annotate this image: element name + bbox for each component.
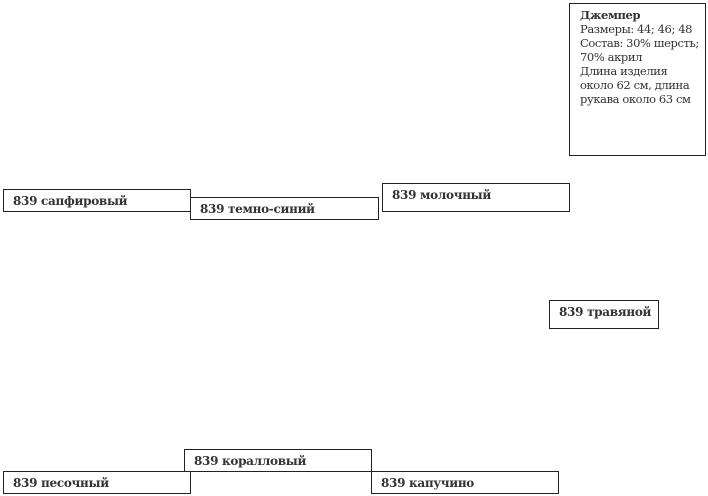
color-label-sapphire: 839 сапфировый — [3, 189, 191, 212]
product-composition: Состав: 30% шерсть; — [580, 36, 699, 50]
product-description: Джемпер Размеры: 44; 46; 48 Состав: 30% … — [569, 3, 706, 156]
color-label-cappuccino: 839 капучино — [371, 471, 559, 494]
color-label-dark-blue: 839 темно-синий — [190, 197, 379, 220]
product-title: Джемпер — [580, 8, 641, 22]
product-sizes: Размеры: 44; 46; 48 — [580, 22, 693, 36]
color-label-coral: 839 коралловый — [184, 449, 372, 472]
product-composition-cont: 70% акрил — [580, 50, 642, 64]
color-label-milky: 839 молочный — [382, 183, 570, 212]
product-sleeve-length: рукава около 63 см — [580, 92, 691, 106]
color-label-grass: 839 травяной — [549, 300, 659, 329]
color-label-sand: 839 песочный — [3, 471, 191, 494]
product-length-cont: около 62 см, длина — [580, 78, 690, 92]
product-length: Длина изделия — [580, 64, 668, 78]
